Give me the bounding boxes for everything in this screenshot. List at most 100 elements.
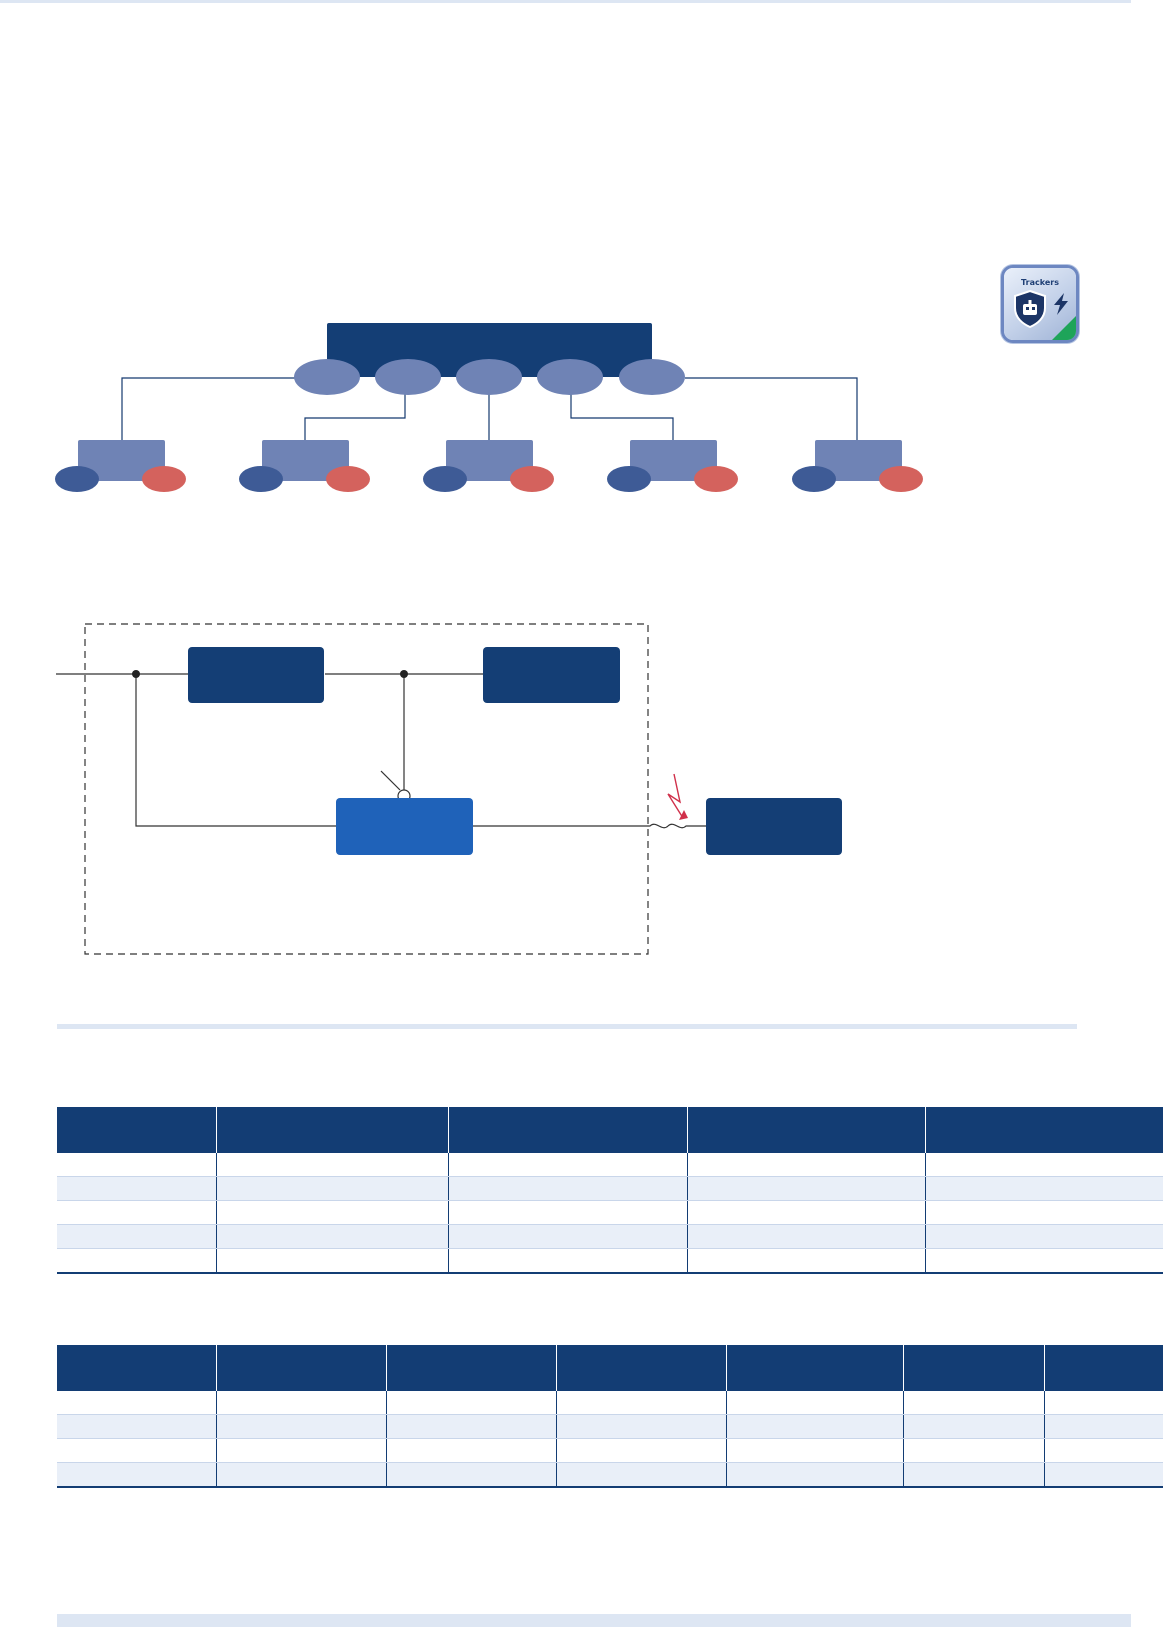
system-boundary (84, 623, 649, 955)
table-cell (448, 1153, 688, 1177)
root-port-1 (294, 359, 360, 395)
table-cell (556, 1462, 727, 1488)
table-cell (448, 1176, 688, 1201)
table-cell (1044, 1438, 1163, 1463)
root-port-4 (537, 359, 603, 395)
table-cell (903, 1438, 1045, 1463)
table-cell (726, 1438, 904, 1463)
table-cell (1044, 1462, 1163, 1488)
connector-1 (121, 377, 295, 440)
table-cell (903, 1462, 1045, 1488)
badge-title: Trackers (1021, 278, 1059, 287)
table-1-header (57, 1107, 1163, 1153)
table-2-header-cell (57, 1345, 217, 1391)
child-node-1 (55, 440, 186, 492)
table-cell (925, 1153, 1163, 1177)
connector-4 (570, 390, 674, 440)
table-cell (57, 1176, 217, 1201)
lightning-icon (667, 773, 688, 820)
table-cell (556, 1438, 727, 1463)
table-cell (687, 1248, 926, 1274)
table-cell (57, 1462, 217, 1488)
table-row (57, 1248, 1163, 1274)
table-cell (386, 1391, 557, 1415)
table-cell (216, 1462, 387, 1488)
table-cell (726, 1462, 904, 1488)
table-cell (687, 1200, 926, 1225)
table-cell (687, 1224, 926, 1249)
block-b (483, 647, 620, 703)
table-cell (216, 1224, 449, 1249)
table-1-header-cell (57, 1107, 217, 1153)
table-1-header-cell (687, 1107, 926, 1153)
table-row (57, 1176, 1163, 1201)
table-2-header-cell (1044, 1345, 1163, 1391)
table-cell (57, 1224, 217, 1249)
connector-5 (685, 377, 858, 440)
table-cell (386, 1462, 557, 1488)
child-node-3 (423, 440, 554, 492)
block-a (188, 647, 324, 703)
table-cell (925, 1248, 1163, 1274)
table-cell (726, 1414, 904, 1439)
table-cell (216, 1438, 387, 1463)
table-cell (925, 1176, 1163, 1201)
table-cell (216, 1248, 449, 1274)
table-2-header-cell (726, 1345, 904, 1391)
table-row (57, 1153, 1163, 1177)
table-cell (903, 1414, 1045, 1439)
table-cell (386, 1438, 557, 1463)
table-cell (216, 1200, 449, 1225)
table-row (57, 1224, 1163, 1249)
table-2-header (57, 1345, 1163, 1391)
table-cell (448, 1200, 688, 1225)
feedback-wire (135, 674, 336, 827)
table-cell (687, 1176, 926, 1201)
root-port-3 (456, 359, 522, 395)
table-cell (726, 1391, 904, 1415)
table-row (57, 1200, 1163, 1225)
table-2-header-cell (556, 1345, 727, 1391)
child-node-4 (607, 440, 738, 492)
output-wire (473, 823, 706, 829)
table-1-header-cell (925, 1107, 1163, 1153)
table-cell (57, 1414, 217, 1439)
hierarchy-diagram (55, 323, 923, 492)
table-row (57, 1438, 1163, 1463)
table-row (57, 1391, 1163, 1415)
block-diagram (56, 623, 842, 955)
table-cell (57, 1200, 217, 1225)
junction-1 (132, 670, 140, 678)
table-cell (1044, 1414, 1163, 1439)
table-2-header-cell (216, 1345, 387, 1391)
table-cell (216, 1153, 449, 1177)
table-cell (57, 1153, 217, 1177)
block-external (706, 798, 842, 855)
table-cell (925, 1224, 1163, 1249)
table-1-header-cell (448, 1107, 688, 1153)
table-cell (57, 1391, 217, 1415)
shield-robot-icon (1014, 290, 1046, 328)
table-1 (57, 1107, 1163, 1274)
trackers-badge: Trackers (1004, 268, 1076, 340)
child-node-2 (239, 440, 370, 492)
root-port-5 (619, 359, 685, 395)
table-cell (925, 1200, 1163, 1225)
block-controller (336, 798, 473, 855)
table-cell (386, 1414, 557, 1439)
connector-2 (304, 390, 406, 440)
junction-2 (400, 670, 408, 678)
table-row (57, 1462, 1163, 1488)
top-rule (0, 0, 1131, 3)
table-cell (556, 1414, 727, 1439)
table-cell (687, 1153, 926, 1177)
table-cell (448, 1248, 688, 1274)
table-cell (216, 1414, 387, 1439)
table-row (57, 1414, 1163, 1439)
table-cell (57, 1438, 217, 1463)
table-2-header-cell (903, 1345, 1045, 1391)
lightning-icon (1054, 293, 1068, 315)
table-cell (57, 1248, 217, 1274)
bottom-band (57, 1614, 1131, 1627)
table-cell (556, 1391, 727, 1415)
